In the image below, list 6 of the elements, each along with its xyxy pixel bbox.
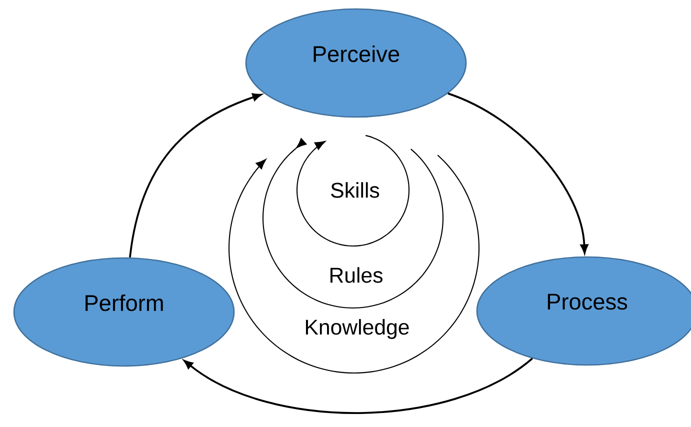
label: Knowledge bbox=[306, 319, 409, 339]
label: Rules bbox=[330, 267, 382, 283]
arrow bbox=[129, 93, 262, 258]
arrow bbox=[448, 92, 588, 254]
label: Skills bbox=[331, 182, 380, 198]
arrow bbox=[184, 358, 533, 414]
